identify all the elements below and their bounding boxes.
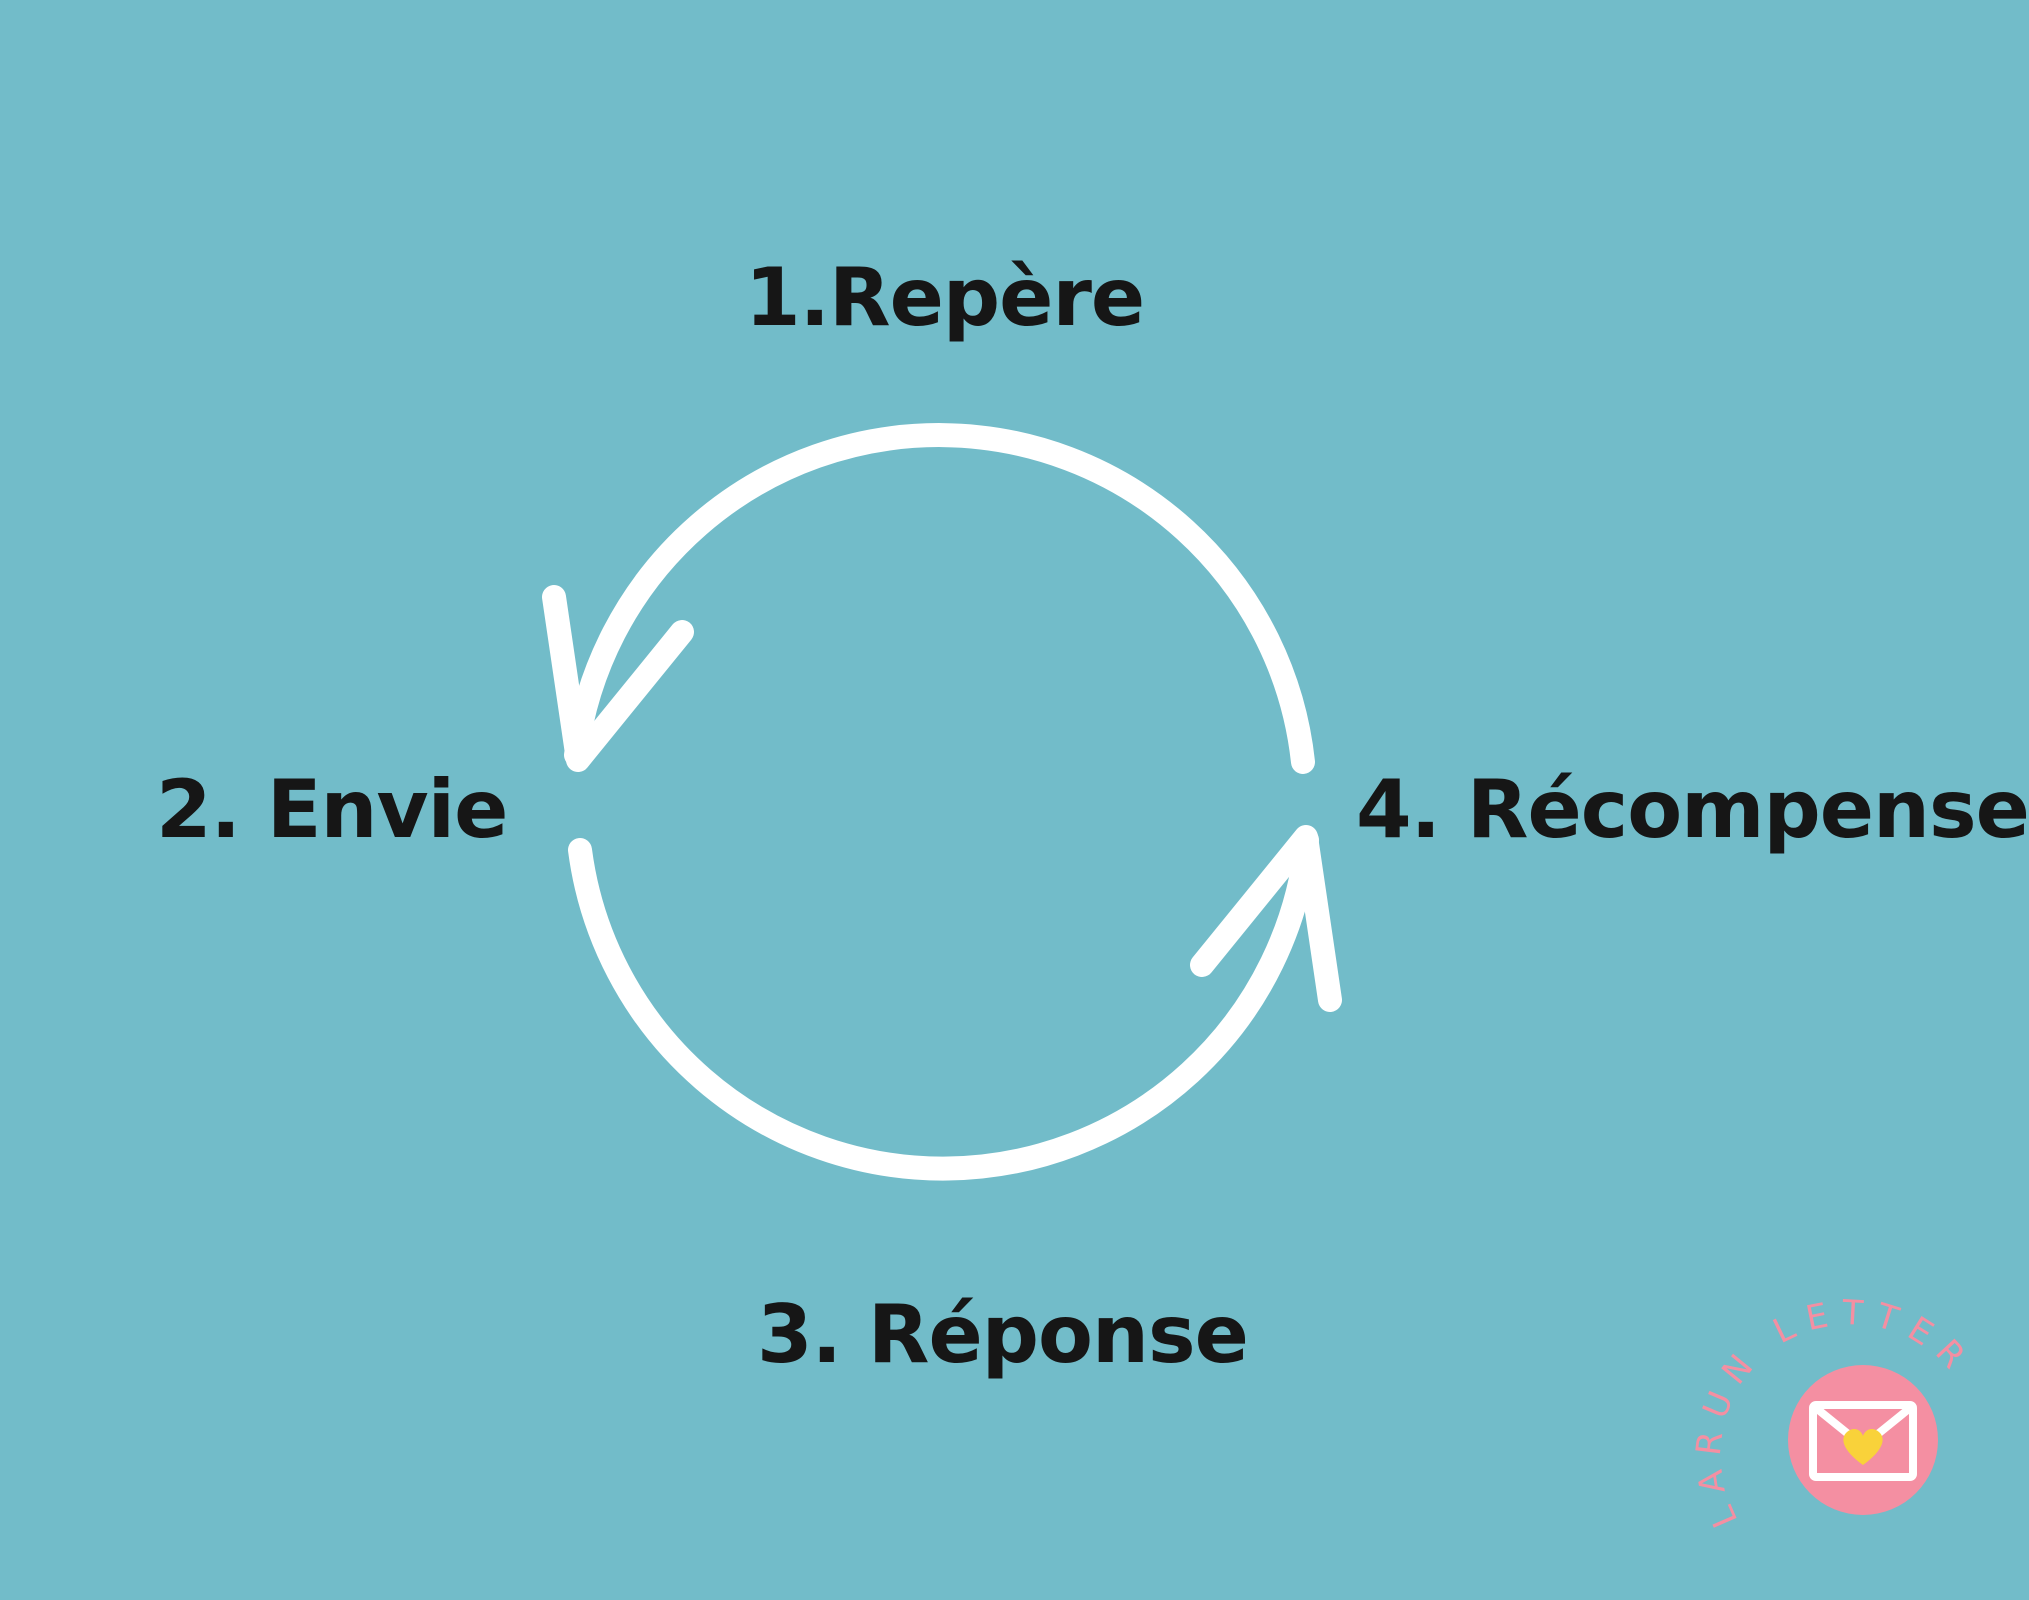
step-label-reward: 4. Récompense [1356,763,2029,856]
step-label-response: 3. Réponse [757,1288,1249,1381]
top-cycle-arrow [564,423,1315,774]
step-label-cue: 1.Repère [745,251,1145,344]
bottom-cycle-arrow [568,828,1319,1181]
bottom-arrowhead-icon [1190,825,1342,1012]
top-arrowhead-icon [542,585,694,772]
larun-letter-logo: LARUN LETTER [1689,1293,2000,1560]
step-label-craving: 2. Envie [156,763,508,856]
logo-graphic: LARUN LETTER [1689,1293,1969,1534]
envelope-heart-icon [1809,1401,1917,1481]
